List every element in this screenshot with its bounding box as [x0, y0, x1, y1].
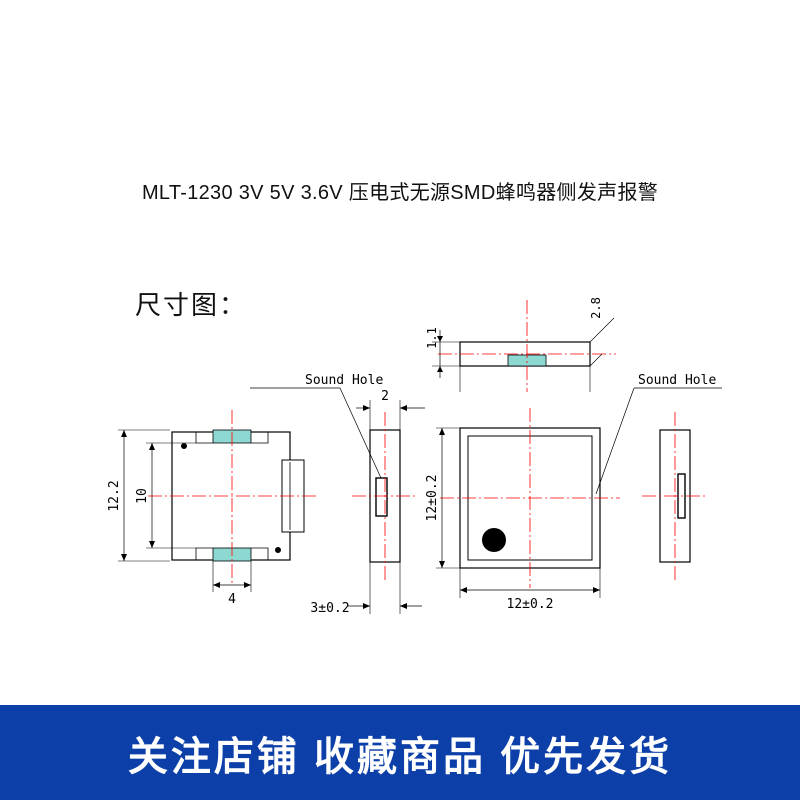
- leader-2-8: [589, 317, 615, 343]
- promo-banner-text: 关注店铺 收藏商品 优先发货: [127, 734, 673, 779]
- leader-line-right: [595, 387, 635, 495]
- dim-text-2: 2: [381, 389, 389, 404]
- arrow: [437, 366, 443, 372]
- promo-banner: 关注店铺 收藏商品 优先发货: [0, 705, 800, 800]
- dim-text-3: 3±0.2: [310, 601, 349, 616]
- arrow: [363, 405, 370, 411]
- section-view-sound-hole: [375, 477, 388, 517]
- leader-line-left: [339, 387, 382, 479]
- dim-text-10: 10: [135, 488, 150, 504]
- section-label: 尺寸图：: [135, 290, 248, 320]
- top-view-polarity-dot: [482, 528, 506, 552]
- dim-text-12-v: 12±0.2: [425, 475, 440, 522]
- pad-bracket: [251, 547, 269, 560]
- arrow: [149, 541, 155, 548]
- dim-text-2-8: 2.8: [589, 297, 603, 319]
- pad-bracket: [251, 432, 269, 444]
- arrow: [363, 603, 370, 609]
- ext-line: [589, 353, 603, 367]
- arrow: [400, 603, 407, 609]
- arrow: [437, 336, 443, 342]
- arrow: [121, 430, 127, 437]
- arrow: [149, 443, 155, 450]
- label-sound-hole-right: Sound Hole: [638, 373, 716, 388]
- arrow: [439, 561, 445, 568]
- page-title: MLT-1230 3V 5V 3.6V 压电式无源SMD蜂鸣器侧发声报警: [141, 182, 659, 204]
- label-sound-hole-left: Sound Hole: [305, 373, 383, 388]
- polarity-dot-topleft: [181, 443, 187, 449]
- dim-text-12-h: 12±0.2: [507, 597, 554, 612]
- arrow: [400, 405, 407, 411]
- arrow: [593, 587, 600, 593]
- arrow: [439, 428, 445, 435]
- arrow: [213, 582, 220, 588]
- arrow: [244, 582, 251, 588]
- arrow: [121, 554, 127, 561]
- polarity-dot-bottomright: [275, 547, 281, 553]
- arrow: [460, 587, 467, 593]
- dim-text-4: 4: [228, 592, 236, 607]
- dim-text-1-1: 1.1: [425, 327, 439, 349]
- dim-text-12-2: 12.2: [107, 480, 122, 511]
